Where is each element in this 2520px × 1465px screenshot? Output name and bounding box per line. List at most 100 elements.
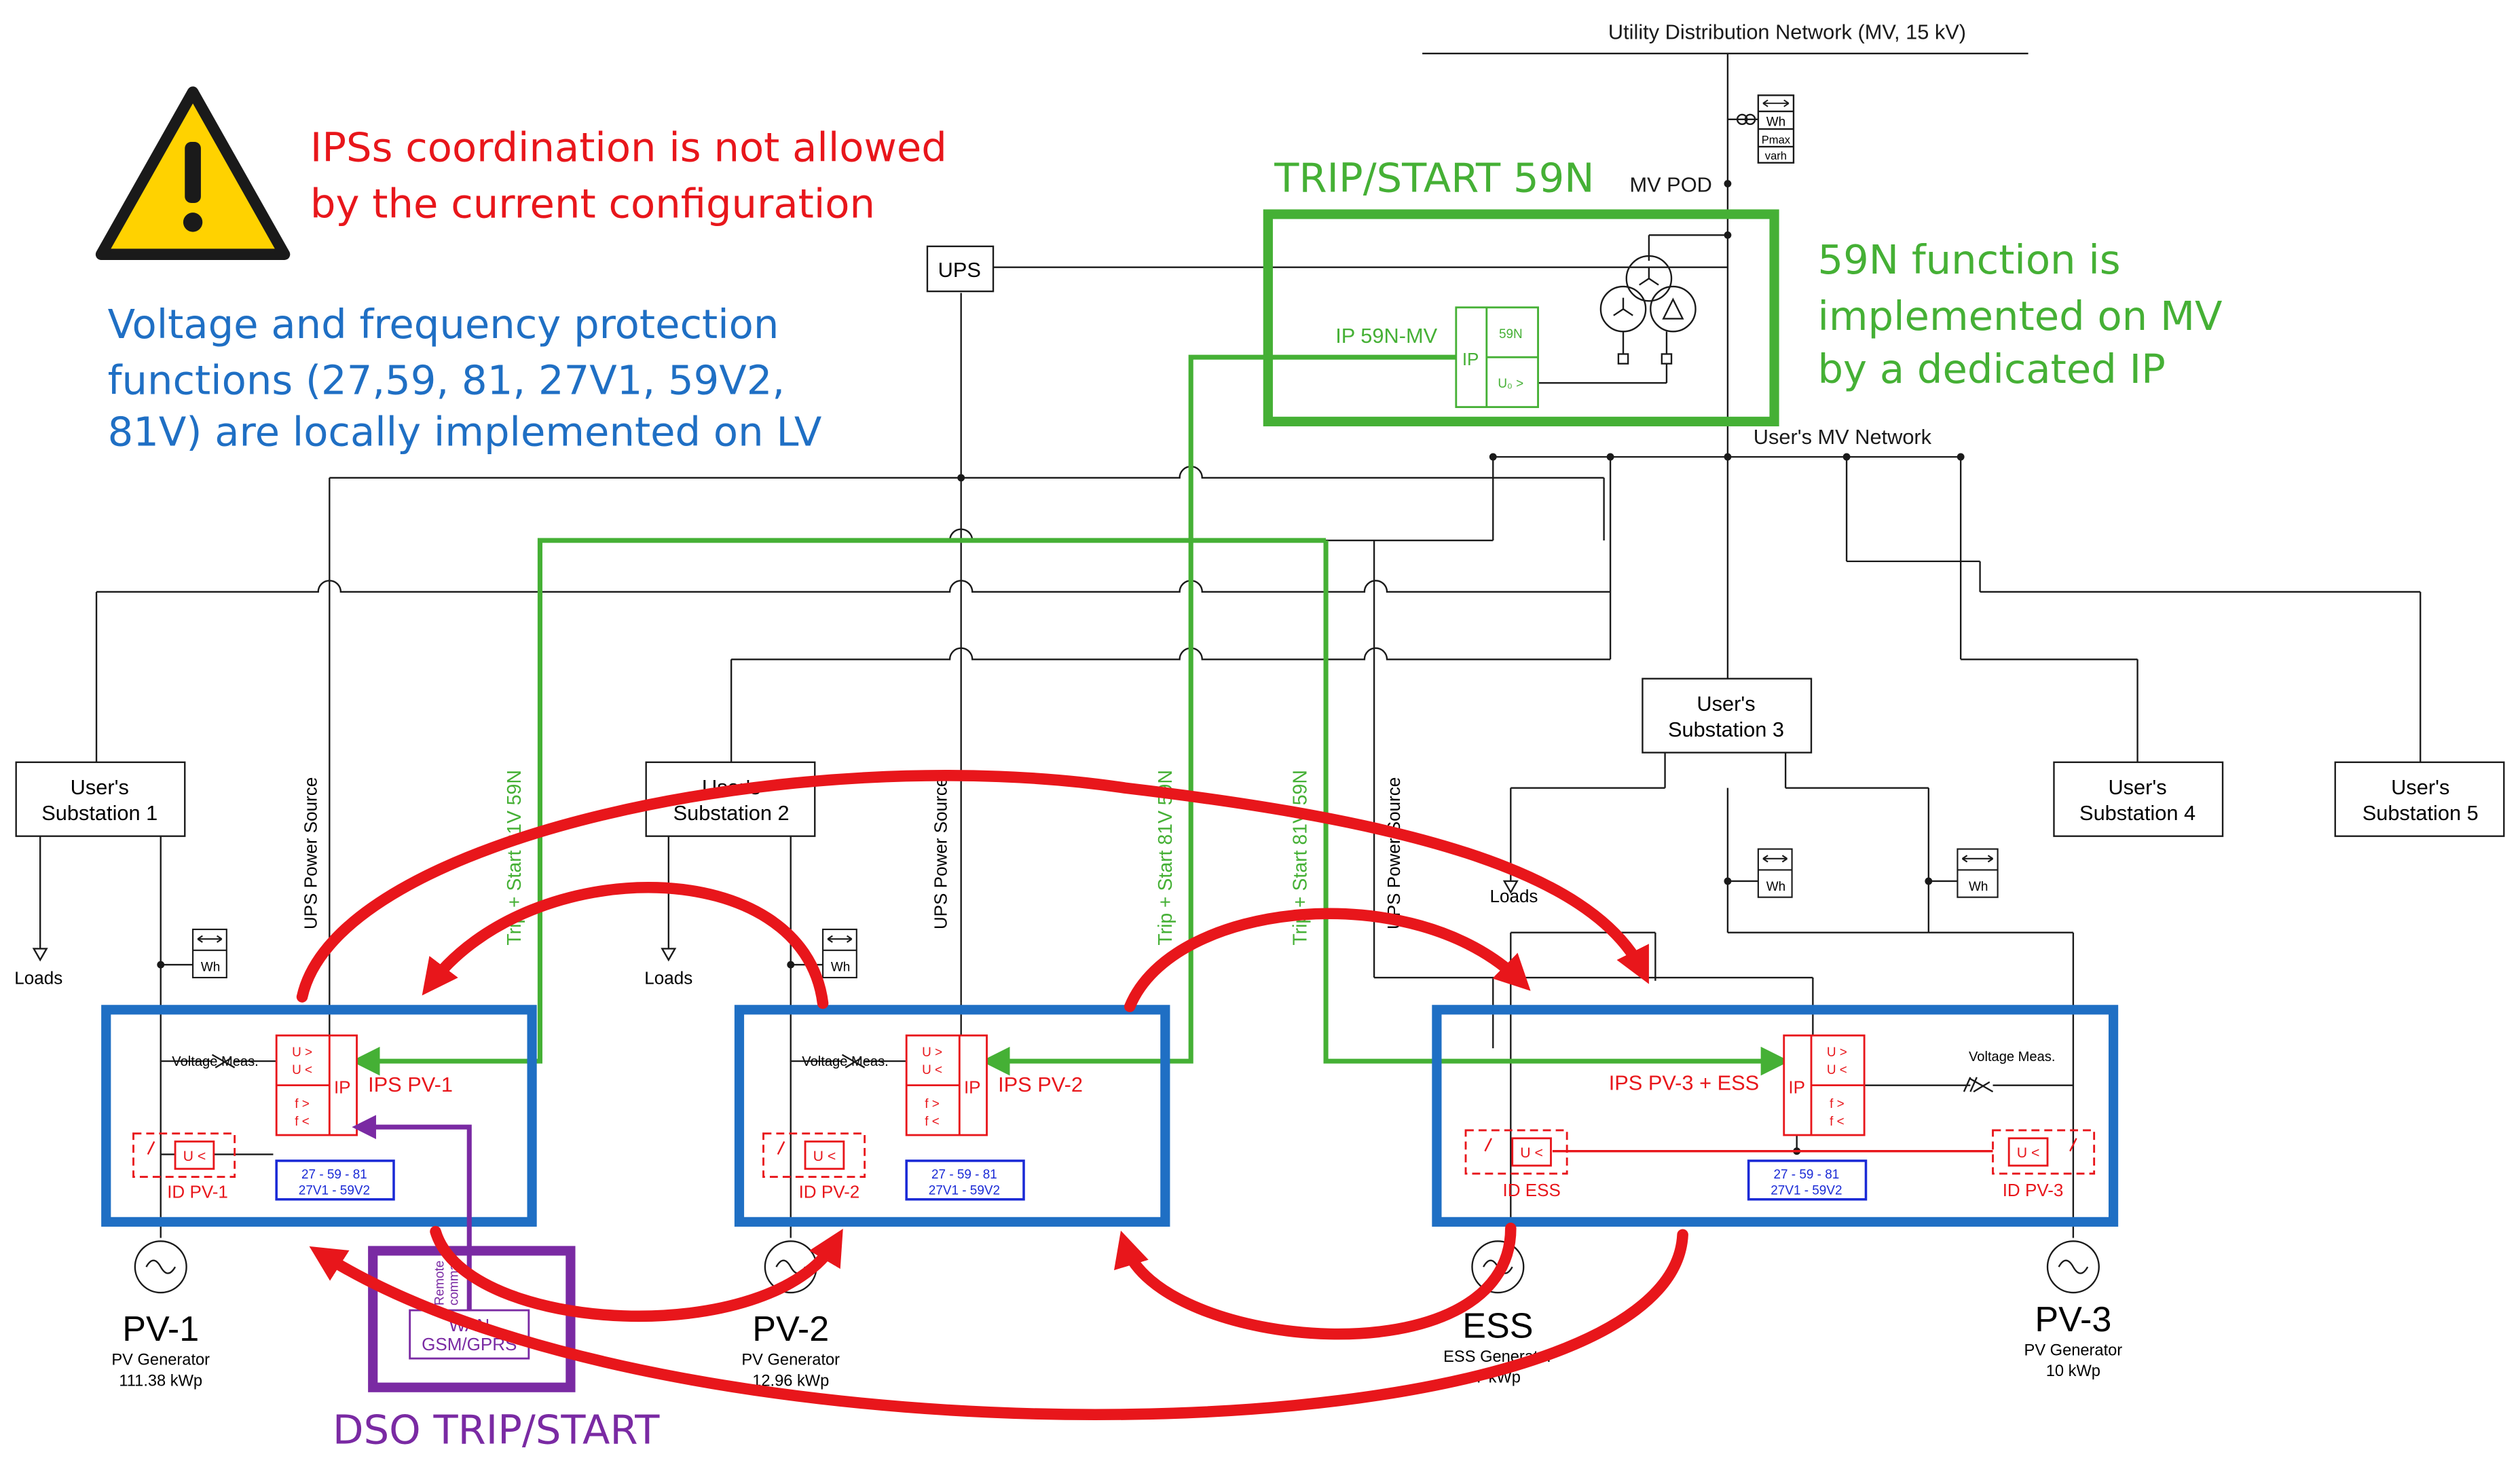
substation-4-line-2: Substation 4 (2079, 801, 2195, 825)
ips-pv1-label: IPS PV-1 (368, 1073, 453, 1096)
id-pv3-u-low: U < (2017, 1145, 2040, 1161)
users-mv-network-label: User's MV Network (1754, 425, 1932, 449)
id-ess-u-low: U < (1520, 1145, 1543, 1161)
mv-protection-title: TRIP/START 59N (1274, 154, 1594, 201)
voltage-meas-label-3: Voltage Meas. (1969, 1050, 2055, 1064)
ips-pv3-ess-relay: U > U < f > f < IP (1783, 1034, 1866, 1136)
functions-box-pv2: 27 - 59 - 81 27V1 - 59V2 (905, 1160, 1025, 1201)
mv-transformer-icon (1599, 255, 1697, 365)
loads-label-3: Loads (1490, 886, 1538, 906)
id-pv1-relay: U < (132, 1132, 236, 1178)
pv1-functions-line-2: 27V1 - 59V2 (299, 1184, 370, 1198)
ip-59n-letters: IP (1462, 349, 1479, 369)
substation-3: User's Substation 3 (1642, 678, 1813, 754)
pv3-type: PV Generator (2024, 1341, 2123, 1359)
id-pv1-label: ID PV-1 (167, 1181, 228, 1202)
dso-title: DSO TRIP/START (333, 1407, 660, 1453)
pv2-functions-line-2: 27V1 - 59V2 (929, 1184, 1000, 1198)
id-ess-relay: U < (1464, 1129, 1568, 1175)
pv1-name: PV-1 (122, 1310, 199, 1349)
pv2-ip-letters: IP (964, 1077, 981, 1097)
note-blue-line-3: 81V) are locally implemented on LV (108, 408, 822, 455)
ups-label: UPS (938, 258, 981, 282)
pv1-u-high: U > (292, 1045, 312, 1060)
substation-5-line-2: Substation 5 (2362, 801, 2479, 825)
remote-command-line-1: Remote (432, 1261, 447, 1305)
pv3-functions-line-1: 27 - 59 - 81 (1774, 1168, 1840, 1182)
pv3-f-high: f > (1830, 1097, 1845, 1111)
ip-59n-function-1: 59N (1499, 327, 1523, 341)
pv3-ip-letters: IP (1788, 1077, 1805, 1097)
loads-label-2: Loads (644, 967, 692, 988)
mv-note-line-2: implemented on MV (1817, 293, 2222, 339)
substation-4: User's Substation 4 (2053, 761, 2224, 837)
substation-1-line-2: Substation 1 (41, 801, 158, 825)
pv2-f-low: f < (925, 1115, 940, 1129)
ups-power-source-label-3: UPS Power Source (1384, 777, 1404, 929)
voltage-meas-label-2: Voltage Meas. (802, 1054, 888, 1069)
mv-protection-box (1263, 209, 1779, 427)
pv1-ip-letters: IP (334, 1077, 351, 1097)
substation-5-line-1: User's (2391, 775, 2449, 799)
substation-5: User's Substation 5 (2334, 761, 2505, 837)
functions-box-pv3: 27 - 59 - 81 27V1 - 59V2 (1747, 1160, 1868, 1201)
substation-2-line-2: Substation 2 (673, 801, 790, 825)
ess-name: ESS (1462, 1306, 1533, 1346)
id-pv2-label: ID PV-2 (799, 1181, 860, 1202)
pv3-functions-line-2: 27V1 - 59V2 (1771, 1184, 1842, 1198)
pv3-f-low: f < (1830, 1115, 1845, 1129)
id-ess-label: ID ESS (1502, 1180, 1560, 1200)
dso-signal-line (352, 1115, 472, 1311)
substation-1: User's Substation 1 (15, 761, 186, 837)
red-coordination-arrows (296, 770, 1688, 1421)
ips-pv2-relay: U > U < f > f < IP (905, 1034, 988, 1136)
warning-line-2: by the current configuration (310, 180, 875, 227)
pv1-functions-line-1: 27 - 59 - 81 (301, 1168, 367, 1182)
pv3-name: PV-3 (2035, 1300, 2111, 1339)
wh-label-3: Wh (1766, 880, 1785, 894)
pv1-type: PV Generator (111, 1352, 210, 1369)
pv3-u-low: U < (1827, 1063, 1847, 1077)
ips-pv2-area (734, 1005, 1170, 1227)
wh-meters (192, 848, 1999, 979)
vt-symbol-1 (211, 1054, 236, 1069)
pv1-f-low: f < (295, 1115, 310, 1129)
ips-pv3-ess-label: IPS PV-3 + ESS (1609, 1071, 1759, 1095)
ups-power-source-label-2: UPS Power Source (930, 777, 950, 929)
mv-note-line-3: by a dedicated IP (1817, 346, 2165, 392)
pv1-power: 111.38 kWp (119, 1372, 202, 1390)
substation-4-line-1: User's (2108, 775, 2166, 799)
ip-59n-mv-relay: IP 59N U₀ > (1455, 306, 1539, 409)
substation-1-line-1: User's (71, 775, 129, 799)
ips-pv1-area (101, 1005, 537, 1227)
id-pv2-u-low: U < (813, 1148, 836, 1164)
pv3-u-high: U > (1827, 1045, 1847, 1060)
pv2-f-high: f > (925, 1097, 940, 1111)
loads-label-1: Loads (14, 967, 62, 988)
pv2-u-low: U < (922, 1063, 942, 1077)
pv2-u-high: U > (922, 1045, 942, 1060)
pod-energy-meter: Wh Pmax varh (1736, 94, 1795, 164)
warning-triangle-icon (95, 86, 291, 260)
meter-row-varh: varh (1765, 149, 1787, 162)
network-label: Utility Distribution Network (MV, 15 kV) (1608, 20, 1966, 43)
ups-box (926, 245, 995, 293)
id-pv2-relay: U < (762, 1132, 866, 1178)
pv2-functions-line-1: 27 - 59 - 81 (931, 1168, 997, 1182)
substation-3-line-2: Substation 3 (1668, 718, 1784, 741)
id-pv3-relay: U < (1992, 1129, 2096, 1175)
vt-symbol-2 (841, 1054, 866, 1069)
load-arrow-icon (32, 880, 1519, 962)
pv1-u-low: U < (292, 1063, 312, 1077)
mv-pod-label: MV POD (1629, 172, 1711, 196)
wh-label-1: Wh (201, 961, 220, 975)
vt-symbol-3 (1963, 1077, 1994, 1093)
network-wiring (39, 52, 2422, 1238)
wh-label-4: Wh (1969, 880, 1988, 894)
id-pv1-u-low: U < (183, 1148, 206, 1164)
note-blue-line-1: Voltage and frequency protection (108, 301, 779, 348)
substation-3-line-1: User's (1697, 692, 1755, 716)
pv1-f-high: f > (295, 1097, 310, 1111)
pv2-type: PV Generator (741, 1352, 840, 1369)
